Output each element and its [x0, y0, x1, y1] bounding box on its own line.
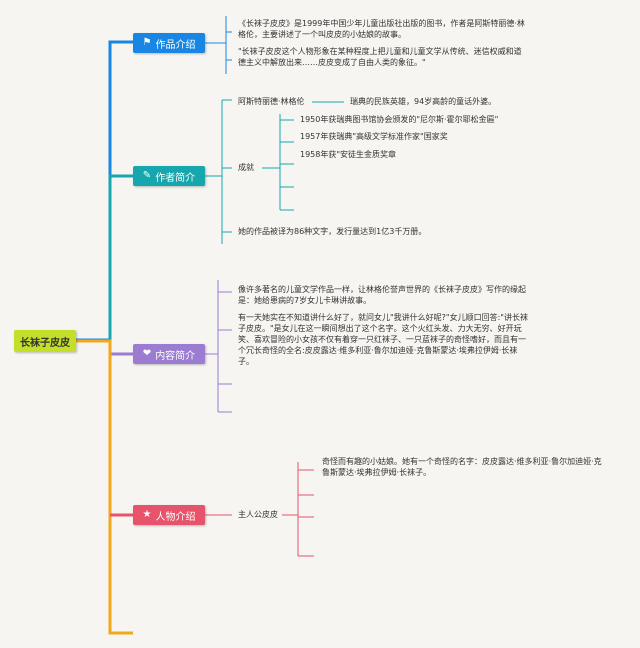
root-topic[interactable]: 长袜子皮皮 [14, 330, 76, 352]
content-origin-text: 像许多著名的儿童文学作品一样，让林格伦誉声世界的《长袜子皮皮》写作的缘起是：她给… [238, 285, 526, 305]
author-name: 阿斯特丽德·林格伦 [238, 97, 305, 106]
achievement-connector [262, 114, 294, 211]
hands-icon: ❤ [142, 348, 152, 359]
branch-author[interactable]: ✎ 作者简介 [133, 166, 205, 186]
achievement-item: 1958年获"安徒生金质奖章 [300, 150, 397, 159]
works-intro-text: 《长袜子皮皮》是1999年中国少年儿童出版社出版的图书，作者是阿斯特丽德·林格伦… [238, 19, 525, 39]
trunk-purple [76, 339, 133, 356]
content-connector [205, 280, 232, 413]
works-quote-text: "长袜子皮皮这个人物形象在某种程度上把儿童和儿童文学从传统、迷信权威和道德主义中… [238, 47, 522, 67]
trunk-teal [76, 174, 133, 343]
content-story-text: 有一天她实在不知道讲什么好了，就问女儿"我讲什么好呢?"女儿顺口回答:"讲长袜子… [238, 313, 528, 366]
star-icon: ★ [142, 509, 152, 520]
branch-author-label: 作者简介 [155, 172, 196, 184]
branch-content[interactable]: ❤ 内容简介 [133, 344, 205, 364]
achievement-item: 1950年获瑞典图书馆协会颁发的"尼尔斯·霍尔耶松金匾" [300, 115, 499, 124]
protagonist-label: 主人公皮皮 [238, 510, 278, 519]
trunk-blue [76, 40, 133, 342]
flag-icon: ⚑ [142, 37, 152, 48]
pen-icon: ✎ [142, 170, 152, 181]
achievement-item: 1957年获瑞典"高级文学标准作家"国家奖 [300, 132, 448, 141]
branch-content-label: 内容简介 [155, 350, 196, 362]
branch-works[interactable]: ⚑ 作品介绍 [133, 33, 205, 53]
author-name-desc: 瑞典的民族英雄，94岁高龄的童话外婆。 [350, 97, 497, 106]
branch-characters[interactable]: ★ 人物介绍 [133, 505, 205, 525]
branch-works-label: 作品介绍 [155, 39, 196, 51]
author-works-count: 她的作品被译为86种文字，发行量达到1亿3千万册。 [238, 227, 427, 236]
root-topic-label: 长袜子皮皮 [20, 337, 70, 349]
branch-characters-label: 人物介绍 [155, 511, 196, 523]
trunk-orange [76, 339, 133, 635]
protagonist-desc: 奇怪而有趣的小姑娘。她有一个奇怪的名字：皮皮露达·维多利亚·鲁尔加迪娅·克鲁斯蒙… [322, 457, 602, 477]
achievement-label: 成就 [238, 163, 254, 172]
protagonist-connector [282, 462, 314, 557]
author-connector [205, 99, 232, 244]
works-connector [205, 16, 232, 74]
